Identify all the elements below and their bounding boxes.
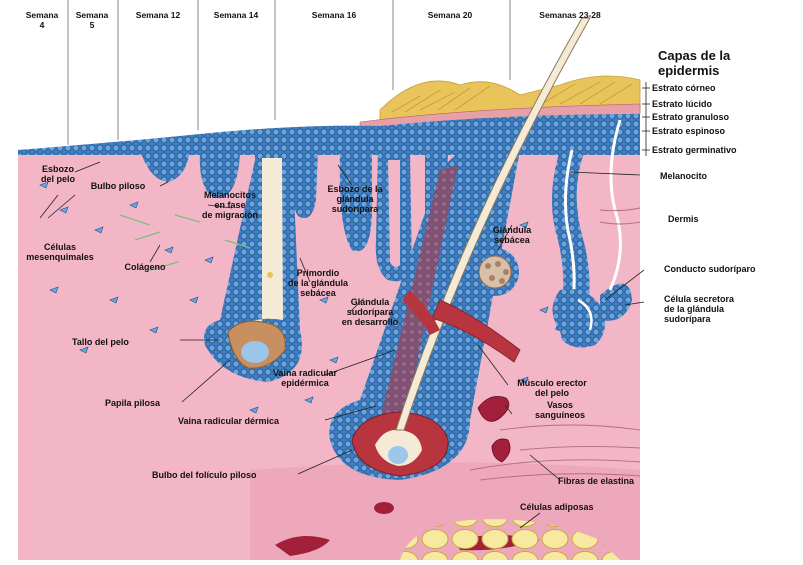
blood-vessel-5 [374,502,394,514]
layer-corneum: Estrato córneo [652,83,716,93]
label-melanocito: Melanocito [660,171,708,181]
week-label-4a: Semana [26,10,59,20]
label-celulas-1: Células [44,242,76,252]
week-label-20: Semana 20 [428,10,473,20]
layer-lucidum: Estrato lúcido [652,99,713,109]
layer-spinosum: Estrato espinoso [652,126,726,136]
label-vaina-epi-2: epidérmica [281,378,330,388]
week-label-14: Semana 14 [214,10,259,20]
week-label-12: Semana 12 [136,10,181,20]
label-glandula-sebacea-2: sebácea [494,235,531,245]
label-bulbo-piloso: Bulbo piloso [91,181,146,191]
label-celulas-adiposas: Células adiposas [520,502,594,512]
label-celula-secretora-2: de la glándula [664,304,725,314]
label-glandula-sebacea-1: Glándula [493,225,532,235]
label-primordio-2: de la glándula [288,278,349,288]
label-vaina-epi-1: Vaina radicular [273,368,338,378]
label-melanocitos-2: en fase [214,200,245,210]
label-colageno: Colágeno [124,262,166,272]
week-label-5b: 5 [90,20,95,30]
label-esbozo-glandula-3: sudorípara [332,204,380,214]
label-bulbo-foliculo: Bulbo del folículo piloso [152,470,257,480]
label-vasos-1: Vasos [547,400,573,410]
layer-granulosum: Estrato granuloso [652,112,730,122]
label-musculo-1: Músculo erector [517,378,587,388]
label-glandula-sud-1: Glándula [351,297,390,307]
label-vaina-dermica: Vaina radicular dérmica [178,416,280,426]
label-esbozo-glandula-1: Esbozo de la [327,184,383,194]
label-celula-secretora-1: Célula secretora [664,294,735,304]
label-conducto-sudoriparo: Conducto sudoríparo [664,264,756,274]
label-primordio-3: sebácea [300,288,337,298]
label-glandula-sud-3: en desarrollo [342,317,399,327]
label-melanocitos-1: Melanocitos [204,190,256,200]
papilla-core [241,341,269,363]
label-melanocitos-3: de migración [202,210,258,220]
follicle-papilla [388,446,408,464]
label-celula-secretora-3: sudorípara [664,314,712,324]
week-label-4b: 4 [40,20,45,30]
label-papila-pilosa: Papila pilosa [105,398,161,408]
label-musculo-2: del pelo [535,388,570,398]
label-esbozo-pelo-2: del pelo [41,174,76,184]
label-esbozo-pelo-1: Esbozo [42,164,75,174]
label-primordio-1: Primordio [297,268,340,278]
layer-brackets [642,82,650,156]
week-label-23-28: Semanas 23-28 [539,10,601,20]
melanocyte-dot [267,272,273,278]
label-glandula-sud-2: sudorípara [347,307,395,317]
label-tallo-pelo: Tallo del pelo [72,337,129,347]
epidermis-title-2: epidermis [658,63,719,78]
sweat-gland-lumen [388,160,400,267]
label-fibras-elastina: Fibras de elastina [558,476,635,486]
week-label-16: Semana 16 [312,10,357,20]
label-celulas-2: mesenquimales [26,252,94,262]
epidermis-title-1: Capas de la [658,48,731,63]
layer-germinativum: Estrato germinativo [652,145,737,155]
week-label-5a: Semana [76,10,109,20]
label-vasos-2: sanguíneos [535,410,585,420]
label-dermis: Dermis [668,214,699,224]
label-esbozo-glandula-2: glándula [336,194,374,204]
